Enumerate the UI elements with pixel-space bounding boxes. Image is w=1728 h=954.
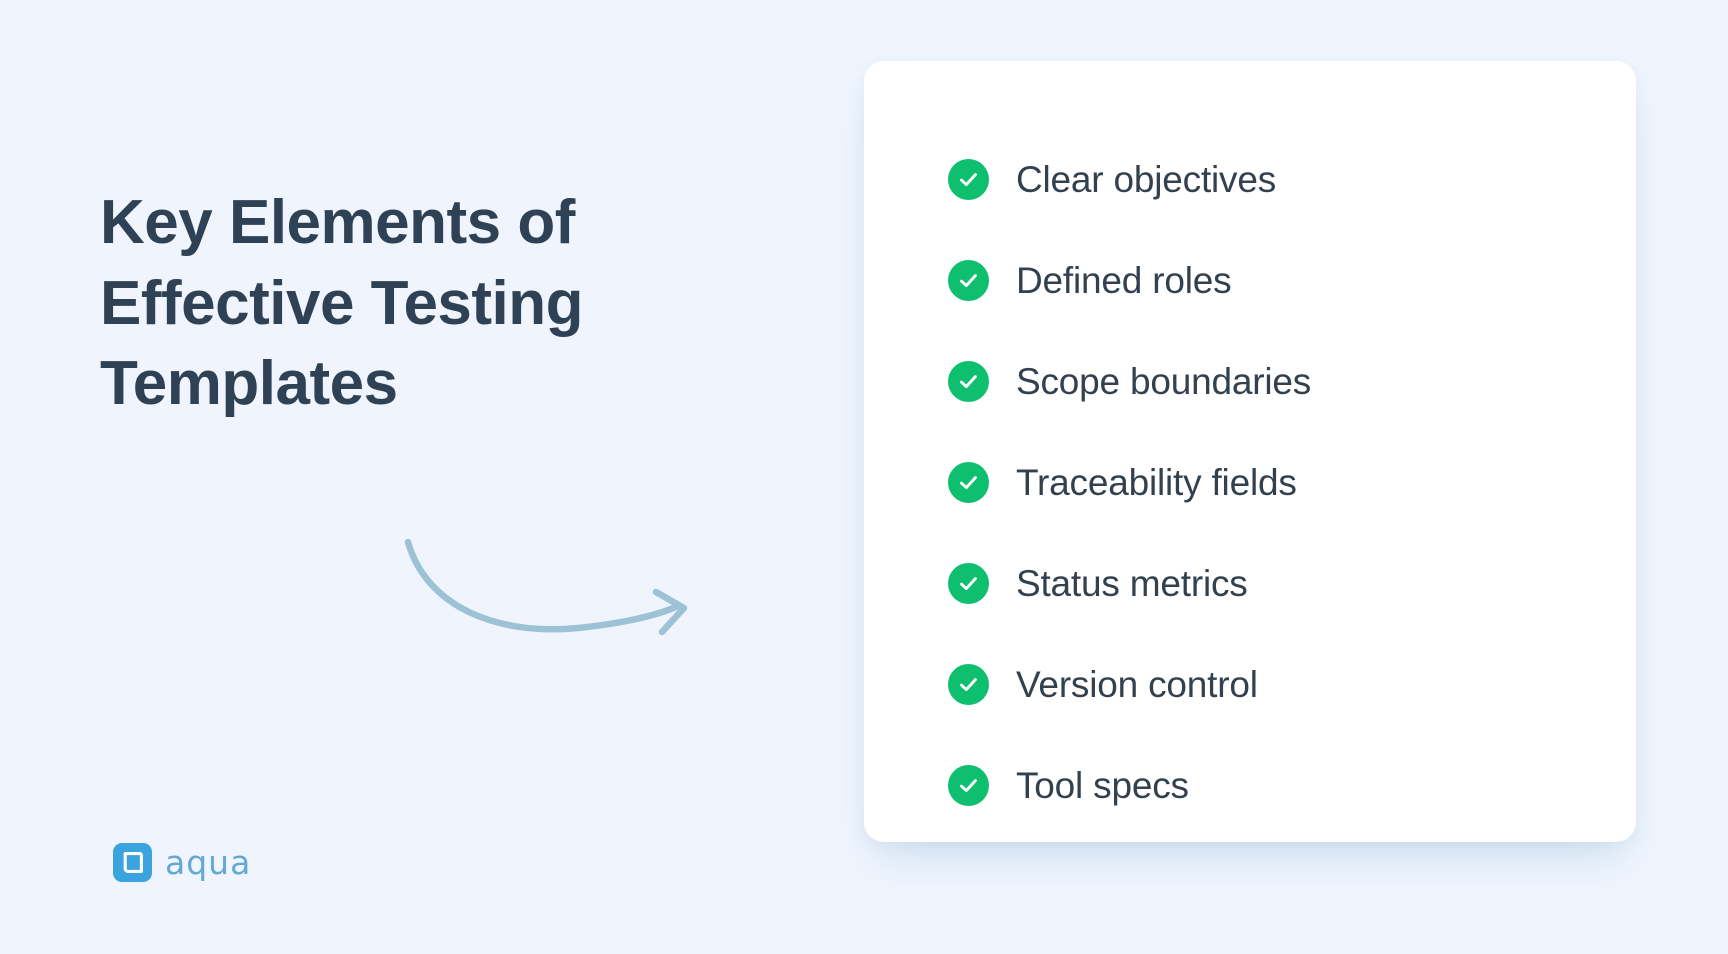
list-item: Status metrics	[948, 533, 1596, 634]
check-circle-icon	[948, 664, 989, 705]
list-item: Version control	[948, 634, 1596, 735]
list-item-label: Defined roles	[1016, 260, 1232, 301]
check-circle-icon	[948, 361, 989, 402]
check-circle-icon	[948, 563, 989, 604]
aqua-logo-mark-icon	[113, 843, 152, 882]
list-item: Clear objectives	[948, 129, 1596, 230]
check-circle-icon	[948, 159, 989, 200]
list-item: Tool specs	[948, 735, 1596, 836]
checklist: Clear objectives Defined roles Scope bou…	[948, 129, 1596, 836]
check-circle-icon	[948, 765, 989, 806]
list-item-label: Version control	[1016, 664, 1258, 705]
page-title: Key Elements of Effective Testing Templa…	[100, 188, 584, 419]
curved-arrow-icon	[400, 520, 720, 660]
list-item: Defined roles	[948, 230, 1596, 331]
aqua-logo: aqua	[113, 843, 251, 882]
check-circle-icon	[948, 462, 989, 503]
checklist-card: Clear objectives Defined roles Scope bou…	[864, 61, 1636, 842]
aqua-wordmark: aqua	[165, 843, 252, 882]
list-item-label: Traceability fields	[1016, 462, 1297, 503]
list-item-label: Clear objectives	[1016, 159, 1277, 200]
left-content-pane: Key Elements of Effective Testing Templa…	[0, 0, 770, 954]
list-item: Traceability fields	[948, 432, 1596, 533]
list-item-label: Scope boundaries	[1016, 361, 1312, 402]
list-item: Scope boundaries	[948, 331, 1596, 432]
list-item-label: Status metrics	[1016, 563, 1248, 604]
list-item-label: Tool specs	[1016, 765, 1189, 806]
check-circle-icon	[948, 260, 989, 301]
